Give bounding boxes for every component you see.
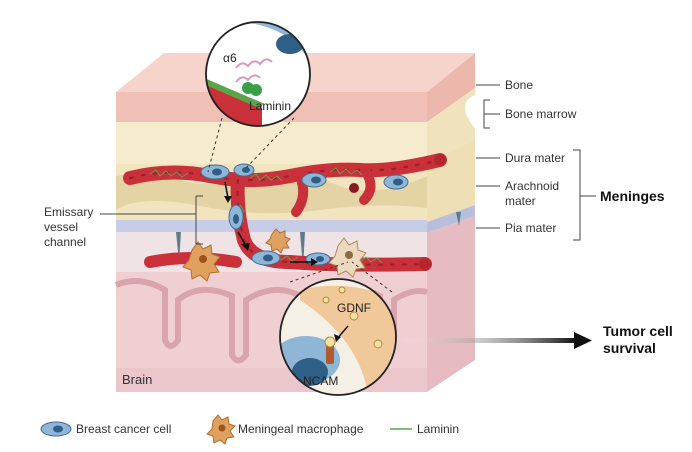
- legend-label-breast-cancer-cell: Breast cancer cell: [76, 422, 171, 436]
- bone-label: Bone: [505, 78, 533, 92]
- emissary-label-line3: channel: [44, 235, 86, 249]
- meningeal-macrophage-icon: [265, 228, 291, 254]
- brain-label: Brain: [122, 372, 152, 387]
- meninges-label: Meninges: [600, 188, 665, 204]
- breast-cancer-cell-icon: [301, 172, 327, 188]
- bone-marrow-label: Bone marrow: [505, 107, 577, 121]
- tumor-survival-label-line1: Tumor cell: [603, 323, 673, 339]
- dura-mater-label: Dura mater: [505, 151, 565, 165]
- breast-cancer-cell-icon: [233, 163, 255, 177]
- bottom-inset: GDNF NCAM: [279, 278, 397, 396]
- left-leader-lines: [100, 195, 203, 245]
- legend-label-laminin: Laminin: [417, 422, 459, 436]
- breast-cancer-cell-icon: [228, 204, 244, 230]
- tumor-survival-arrow: [396, 332, 592, 349]
- emissary-label-line2: vessel: [44, 220, 78, 234]
- pia-mater-layer: [116, 220, 427, 232]
- breast-cancer-cell-icon: [305, 252, 331, 266]
- meningeal-macrophage-icon: [328, 237, 367, 278]
- breast-cancer-cell-icon: [251, 250, 281, 266]
- breast-cancer-cell-icon: [40, 421, 72, 437]
- emissary-label-line1: Emissary: [44, 205, 93, 219]
- arachnoid-mater-label-line1: Arachnoid: [505, 179, 559, 193]
- laminin-inset-label: Laminin: [249, 99, 291, 113]
- right-leader-lines: [476, 84, 596, 241]
- block-side-face: [427, 53, 475, 392]
- inset-connectors: [207, 117, 393, 293]
- bone-marrow-layer: [116, 122, 427, 164]
- alpha6-label: α6: [223, 51, 237, 65]
- legend: Breast cancer cell Meningeal macrophage …: [40, 414, 459, 445]
- tumor-survival-label-line2: survival: [603, 340, 656, 356]
- meningeal-macrophages: [182, 228, 367, 282]
- pia-mater-label: Pia mater: [505, 221, 556, 235]
- arachnoid-mater-label-line2: mater: [505, 194, 536, 208]
- ncam-label: NCAM: [303, 374, 338, 388]
- meningeal-macrophage-icon: [182, 241, 221, 282]
- arachnoid-trabeculae: [176, 212, 461, 268]
- breast-cancer-cell-icon: [383, 174, 409, 190]
- migration-arrows: [224, 181, 318, 266]
- meningeal-macrophage-icon: [206, 414, 236, 445]
- legend-label-meningeal-macrophage: Meningeal macrophage: [238, 422, 364, 436]
- breast-cancer-cell-icon: [200, 164, 230, 180]
- gdnf-label: GDNF: [337, 301, 371, 315]
